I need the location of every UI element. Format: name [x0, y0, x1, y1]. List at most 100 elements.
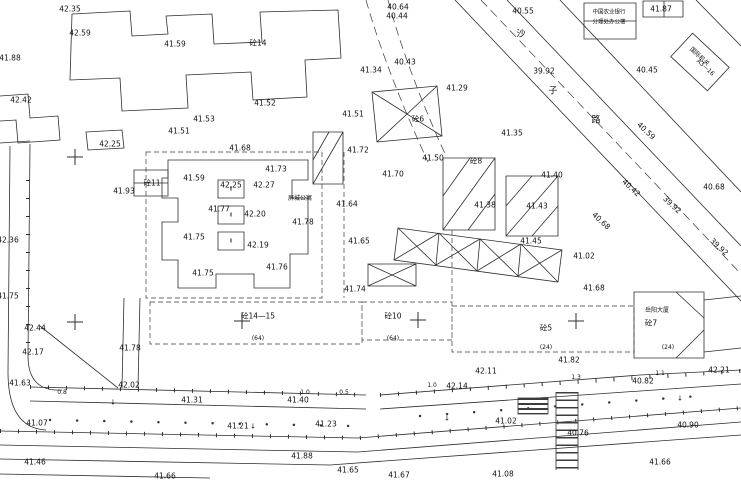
hatched-building-1: [312, 131, 344, 185]
elevation-label: 41.75: [192, 268, 214, 278]
elevation-label: 42.36: [0, 235, 19, 245]
width-annotation: 1.3: [571, 374, 581, 381]
road-name-char: 路: [591, 115, 601, 126]
elevation-label: 41.35: [501, 128, 523, 138]
elevation-label: 41.59: [183, 173, 205, 183]
elevation-label: 41.63: [9, 378, 31, 388]
intl-office-box: [670, 32, 730, 92]
elevation-label: 41.31: [181, 395, 203, 405]
elevation-label: 41.78: [292, 217, 314, 227]
elevation-label: 41.45: [520, 236, 542, 246]
elevation-label: 41.75: [0, 291, 19, 301]
courtyard-cells: [217, 179, 245, 251]
width-annotation: 0.5: [339, 389, 349, 396]
hatched-building-small: [367, 263, 417, 287]
elevation-label: 41.66: [649, 457, 671, 467]
elevation-label: 39.92: [533, 66, 555, 76]
elevation-label: 40.45: [636, 65, 658, 75]
elevation-label: 41.70: [382, 169, 404, 179]
elevation-label: 40.76: [567, 428, 589, 438]
elevation-label: 41.68: [583, 283, 605, 293]
elevation-label: 41.43: [526, 201, 548, 211]
width-annotation: 1.0: [300, 389, 310, 396]
elevation-label: 41.38: [474, 200, 496, 210]
elevation-label: 42.14: [446, 381, 468, 391]
elevation-label: 41.46: [24, 457, 46, 467]
complex-parcel-boundary: [145, 151, 345, 299]
elevation-label: 41.67: [388, 470, 410, 480]
survey-cross-marks: [67, 149, 584, 330]
buildings-linework: [0, 0, 741, 415]
elevation-label: 41.76: [266, 262, 288, 272]
elevation-label: 41.40: [541, 170, 563, 180]
bottom-road-3: [0, 434, 741, 479]
bottom-road-1: [29, 369, 741, 410]
block-topleft-outline: [69, 9, 342, 112]
elevation-label: 40.55: [512, 6, 534, 16]
elevation-label: 41.87: [650, 4, 672, 14]
elevation-label: 42.02: [118, 380, 140, 390]
elevation-label: 41.65: [348, 236, 370, 246]
building-name: 岳阳大厦: [644, 307, 670, 314]
width-annotation: 1.0: [427, 382, 437, 389]
elevation-label: 41.73: [265, 164, 287, 174]
building-storey-label: 砼7: [644, 318, 658, 328]
hatched-building-9: [505, 175, 559, 237]
building-name: 屏城公寓: [287, 195, 313, 202]
elevation-label: 41.02: [495, 416, 517, 426]
house-number: (24): [661, 344, 675, 351]
elevation-label: 42.59: [69, 28, 91, 38]
dots-road2: [48, 418, 352, 428]
road-centerline: [480, 0, 741, 275]
elevation-label: 42.25: [99, 139, 121, 149]
flow-arrow: ↓: [110, 398, 116, 407]
building-storey-label: 砼5: [539, 323, 553, 333]
hatched-building-6: [371, 85, 443, 143]
courtyard-mark: II: [229, 212, 233, 219]
elevation-label: 40.82: [632, 376, 654, 386]
courtyard-mark: II: [229, 186, 233, 193]
elevation-label: 41.64: [336, 199, 358, 209]
elevation-label: 40.43: [394, 57, 416, 67]
elevation-label: 41.82: [558, 355, 580, 365]
elevation-label: 41.74: [344, 284, 366, 294]
elevation-label: 41.08: [492, 469, 514, 479]
apartment-complex-outline: [161, 159, 309, 289]
building-row-boundaries: [149, 230, 635, 353]
elevation-label: 41.21: [227, 421, 249, 431]
elevation-label: 42.17: [22, 347, 44, 357]
elevation-label: 41.51: [168, 126, 190, 136]
building-storey-label: 砼10: [384, 311, 402, 321]
elevation-label: 42.25: [220, 180, 242, 190]
elevation-label: 41.66: [154, 471, 176, 480]
approach-curves: [365, 0, 447, 163]
elevation-label: 42.19: [247, 240, 269, 250]
elevation-label: 41.50: [422, 153, 444, 163]
elevation-label: 42.27: [253, 180, 275, 190]
elevation-label: 41.68: [229, 143, 251, 153]
elevation-label: 42.20: [244, 209, 266, 219]
building-small-rect: [85, 129, 125, 151]
building-storey-label: 砼8: [469, 156, 483, 166]
elevation-label: 42.21: [708, 365, 730, 375]
block-left-small: [0, 93, 61, 144]
elevation-label: 41.65: [337, 465, 359, 475]
flow-arrow: ↓: [250, 422, 256, 431]
elevation-label: 41.88: [0, 53, 21, 63]
elevation-label: 41.07: [26, 418, 48, 428]
left-road-edges: [7, 143, 63, 431]
dots-road2-right: [418, 394, 702, 418]
hatched-building-8: [442, 157, 496, 231]
elevation-label: 41.88: [291, 451, 313, 461]
ticks-road1-right: [379, 369, 741, 397]
bottom-road-2: [0, 407, 741, 453]
road-name-char: 子: [548, 86, 558, 97]
elevation-label: 41.59: [164, 39, 186, 49]
width-annotation: 1.1: [655, 370, 665, 377]
elevation-label: 42.44: [24, 323, 46, 333]
elevation-label: 41.23: [315, 419, 337, 429]
elevation-label: 41.93: [113, 186, 135, 196]
